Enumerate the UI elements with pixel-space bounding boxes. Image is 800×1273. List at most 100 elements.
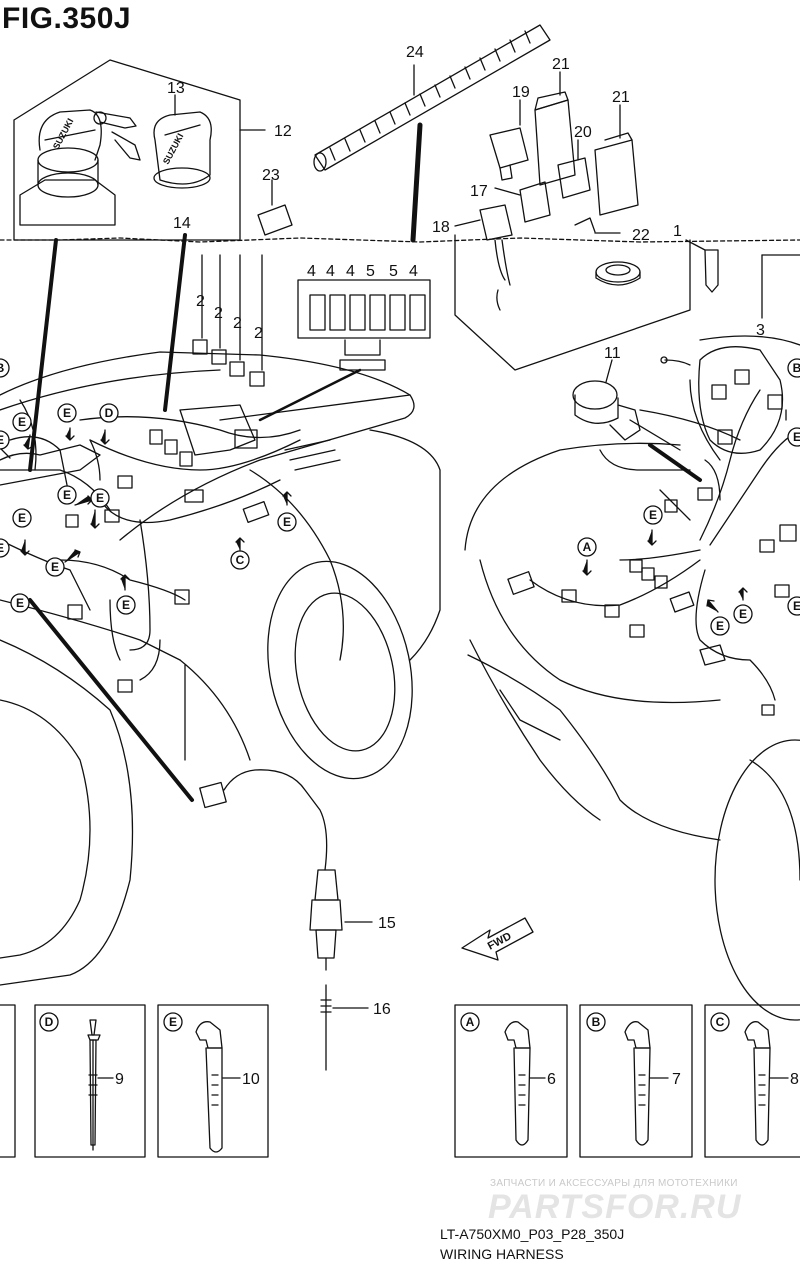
svg-text:D: D [105, 406, 114, 420]
right-atv-body [464, 335, 800, 1021]
clamp-box-partial-left [0, 1004, 16, 1158]
corrugated-tube [313, 24, 551, 172]
svg-text:E: E [122, 598, 130, 612]
callout-18: 18 [432, 219, 450, 236]
clamp-box-b [579, 1004, 693, 1158]
svg-text:E: E [0, 433, 4, 447]
svg-text:E: E [0, 541, 4, 555]
watermark-subtitle: ЗАПЧАСТИ И АКСЕССУАРЫ ДЛЯ МОТОТЕХНИКИ [490, 1178, 738, 1189]
svg-text:E: E [169, 1015, 177, 1029]
callout-1: 1 [673, 223, 682, 240]
svg-text:A: A [466, 1015, 475, 1029]
callout-24: 24 [406, 44, 424, 61]
callout-row-2: 4 [326, 263, 335, 280]
svg-text:E: E [793, 430, 800, 444]
brand-lettering-switch: SUZUKI [51, 117, 76, 151]
ignition-cap [153, 111, 212, 189]
svg-text:E: E [18, 415, 26, 429]
part-23-shape [257, 204, 293, 236]
callout-17: 17 [470, 183, 488, 200]
figure-title: FIG.350J [2, 2, 132, 35]
relay-21a [534, 91, 576, 186]
circled-letter-text: B E E D E E E E E E E E C E A E E E B E … [0, 361, 800, 1029]
footer-code: LT-A750XM0_P03_P28_350J [440, 1226, 625, 1242]
svg-text:B: B [0, 361, 5, 375]
clip-22 [574, 217, 596, 233]
relays-2 [192, 254, 265, 387]
footer-title: WIRING HARNESS [440, 1246, 564, 1262]
svg-text:E: E [63, 488, 71, 502]
power-socket [572, 380, 641, 441]
callout-2a: 2 [196, 293, 205, 310]
svg-text:E: E [716, 619, 724, 633]
svg-text:E: E [63, 406, 71, 420]
clamp-box-d [34, 1004, 146, 1158]
brand-lettering-cap: SUZUKI [161, 132, 186, 166]
watermark-logo: PARTSFOR.RU [488, 1188, 742, 1226]
key-1 [704, 249, 719, 293]
left-atv-body [0, 351, 441, 986]
callout-15: 15 [378, 915, 396, 932]
svg-text:E: E [649, 508, 657, 522]
connector-18 [479, 204, 513, 311]
callout-8: 8 [790, 1071, 799, 1088]
callout-2b: 2 [214, 305, 223, 322]
ignition-switch [19, 109, 141, 226]
group-12-bracket [13, 59, 241, 241]
svg-text:E: E [739, 607, 747, 621]
callout-11: 11 [604, 345, 621, 362]
svg-text:B: B [793, 361, 800, 375]
left-harness-wires [0, 404, 341, 693]
circled-letters [0, 358, 800, 1032]
svg-text:C: C [236, 553, 245, 567]
callout-21a: 21 [552, 56, 570, 73]
callout-row-6: 4 [409, 263, 418, 280]
callout-22: 22 [632, 227, 650, 244]
callout-3: 3 [756, 322, 765, 339]
callout-row-4: 5 [366, 263, 375, 280]
break-line [0, 237, 800, 243]
svg-text:E: E [793, 599, 800, 613]
callout-20: 20 [574, 124, 592, 141]
callout-13: 13 [167, 80, 185, 97]
nut-ring [595, 261, 641, 286]
callout-19: 19 [512, 84, 530, 101]
callout-14: 14 [173, 215, 191, 232]
relay-20 [557, 157, 591, 199]
callout-row-5: 5 [389, 263, 398, 280]
relay-group-bracket [454, 234, 691, 371]
svg-text:C: C [716, 1015, 725, 1029]
right-harness-wires [507, 346, 800, 716]
relay-19 [489, 127, 529, 181]
callout-9: 9 [115, 1071, 124, 1088]
clip-16 [320, 984, 332, 1071]
relay-17 [519, 181, 551, 223]
svg-text:D: D [45, 1015, 54, 1029]
callout-12: 12 [274, 123, 292, 140]
relay-21b [594, 132, 639, 216]
callout-23: 23 [262, 167, 280, 184]
clamp-arrows [0, 409, 787, 613]
connector-row-bracket [297, 279, 431, 371]
clamp-box-e [157, 1004, 269, 1158]
callout-6: 6 [547, 1071, 556, 1088]
callout-16: 16 [373, 1001, 391, 1018]
callout-7: 7 [672, 1071, 681, 1088]
oxygen-sensor [199, 769, 343, 971]
svg-text:E: E [283, 515, 291, 529]
callout-10: 10 [242, 1071, 260, 1088]
clamp-box-a [454, 1004, 568, 1158]
part-callouts: 24 21 19 21 20 17 18 22 1 13 12 23 14 2 … [115, 44, 799, 1088]
svg-text:A: A [583, 540, 592, 554]
callout-row-3: 4 [346, 263, 355, 280]
svg-text:E: E [96, 491, 104, 505]
svg-text:E: E [16, 596, 24, 610]
callout-2d: 2 [254, 325, 263, 342]
svg-text:E: E [18, 511, 26, 525]
clamp-box-c [704, 1004, 800, 1158]
callout-row-1: 4 [307, 263, 316, 280]
svg-text:E: E [51, 560, 59, 574]
svg-text:B: B [592, 1015, 601, 1029]
fwd-arrow-shape [461, 917, 534, 961]
